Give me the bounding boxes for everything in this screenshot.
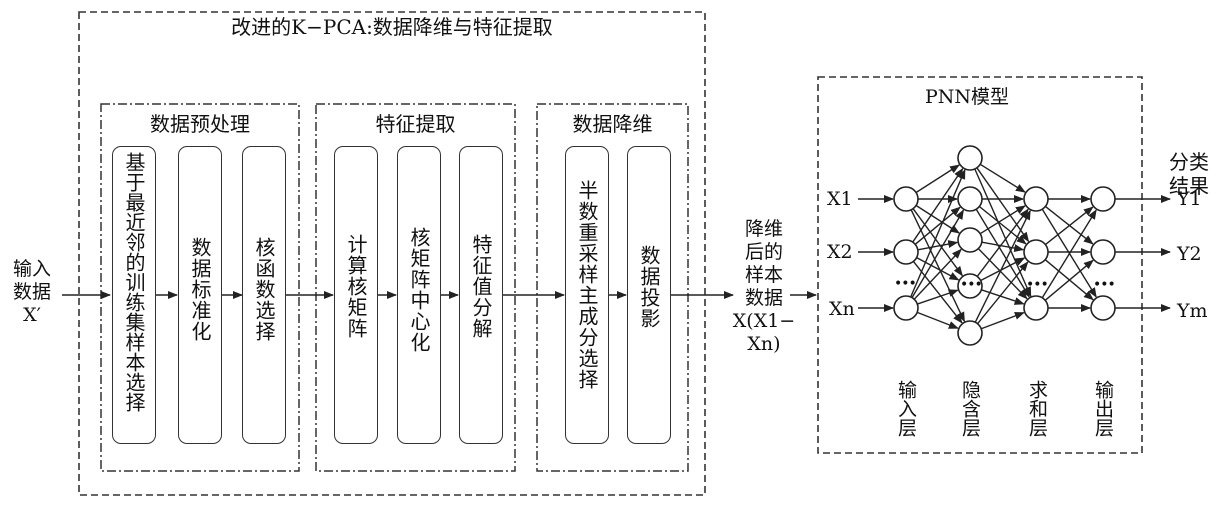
stage-kernel-matrix: 计算核矩阵 <box>334 146 378 444</box>
stage-label: 数据标准化 <box>188 237 212 342</box>
connection-hidden-summation <box>975 208 1030 298</box>
connection-input-hidden <box>914 206 961 245</box>
connection-hidden-summation <box>980 257 1026 282</box>
stage-label: 计算核矩阵 <box>344 234 368 339</box>
summation-layer-node <box>1023 295 1049 321</box>
connection-input-hidden <box>916 257 960 281</box>
stage-eigen-decomposition: 特征值分解 <box>459 146 503 444</box>
kpca-frame <box>78 11 706 496</box>
summation-layer-node <box>1023 186 1049 212</box>
connection-input-hidden <box>916 311 959 329</box>
pnn-title: PNN模型 <box>925 86 1010 108</box>
stage-label: 核函数选择 <box>252 237 276 342</box>
pnn-output-ym: Ym <box>1177 300 1208 322</box>
connection-hidden-summation <box>981 289 1025 305</box>
pnn-input-x1: X1 <box>827 188 853 210</box>
reduced-data-label: 降维 后的 样本 数据 X(X1− Xn) <box>732 218 796 355</box>
stage-standardization: 数据标准化 <box>178 146 222 444</box>
connection-summation-output <box>1044 259 1094 301</box>
hidden-layer-node <box>957 273 983 299</box>
input-layer-node <box>893 239 919 265</box>
connection-hidden-summation <box>980 311 1025 330</box>
connection-summation-output <box>1041 209 1097 299</box>
connection-hidden-summation <box>979 163 1026 193</box>
connection-summation-output <box>1044 206 1094 246</box>
section-label-reduction: 数据降维 <box>572 112 653 136</box>
connection-input-hidden <box>911 209 965 299</box>
pnn-input-xn: Xn <box>829 298 855 320</box>
input-layer-node <box>893 295 919 321</box>
connection-input-hidden <box>915 164 960 194</box>
hidden-layer-node <box>957 186 983 212</box>
stage-matrix-centering: 核矩阵中心化 <box>397 146 441 444</box>
pnn-input-x2: X2 <box>827 241 853 263</box>
connection-input-hidden <box>913 248 962 300</box>
pnn-output-y2: Y2 <box>1177 243 1202 265</box>
connection-input-hidden <box>917 289 959 305</box>
hidden-layer-node <box>957 227 983 253</box>
section-frame-preprocess <box>100 103 300 472</box>
stage-kernel-selection: 核函数选择 <box>242 146 286 444</box>
connection-hidden-summation <box>979 205 1026 235</box>
stage-pc-selection: 半数重采样主成分选择 <box>565 146 609 444</box>
connection-hidden-summation <box>974 168 1032 298</box>
connection-hidden-summation <box>981 241 1025 252</box>
connection-input-hidden <box>912 208 963 277</box>
output-layer-node <box>1090 295 1116 321</box>
hidden-layer-node <box>957 145 983 171</box>
ellipsis-summation: ••• <box>1026 277 1049 293</box>
hidden-layer-node <box>957 320 983 346</box>
section-frame-reduction <box>536 103 689 472</box>
stage-label: 基于最近邻的训练集样本选择 <box>122 152 146 412</box>
connection-hidden-summation <box>976 208 1029 277</box>
connection-hidden-summation <box>977 261 1029 325</box>
connection-input-hidden <box>917 240 959 251</box>
input-data-label: 输入 数据 X′ <box>12 258 51 326</box>
connection-input-hidden <box>912 167 964 243</box>
section-label-preprocess: 数据预处理 <box>150 112 250 136</box>
pnn-frame <box>817 76 1143 454</box>
stage-nn-sample-selection: 基于最近邻的训练集样本选择 <box>112 146 156 444</box>
stage-label: 半数重采样主成分选择 <box>575 180 599 390</box>
section-frame-feature <box>315 103 516 472</box>
input-layer-node <box>893 186 919 212</box>
connection-hidden-summation <box>977 248 1028 300</box>
summation-layer-node <box>1023 239 1049 265</box>
connection-hidden-summation <box>978 205 1027 245</box>
connection-input-hidden <box>910 209 966 323</box>
layer-label-input: 输入层 <box>895 380 917 437</box>
pnn-output-y1: Y1 <box>1177 188 1202 210</box>
ellipsis-input: ••• <box>894 276 917 292</box>
stage-label: 核矩阵中心化 <box>407 227 431 353</box>
layer-label-hidden: 隐含层 <box>959 380 981 437</box>
ellipsis-output: ••• <box>1093 277 1116 293</box>
connection-hidden-summation <box>976 167 1030 243</box>
pnn-network <box>858 145 1171 346</box>
section-label-feature: 特征提取 <box>375 112 456 136</box>
layer-label-summation: 求和层 <box>1026 380 1048 437</box>
stage-label: 特征值分解 <box>469 234 493 339</box>
stage-label: 数据投影 <box>637 245 661 329</box>
classification-result-title: 分类 结果 <box>1169 150 1209 198</box>
stage-projection: 数据投影 <box>627 146 671 444</box>
kpca-title: 改进的K−PCA:数据降维与特征提取 <box>231 15 553 39</box>
layer-label-output: 输出层 <box>1092 380 1114 437</box>
output-layer-node <box>1090 186 1116 212</box>
connection-input-hidden <box>910 169 966 298</box>
connection-input-hidden <box>915 204 960 234</box>
connection-hidden-summation <box>974 209 1031 323</box>
ellipsis-hidden: ••• <box>960 277 983 293</box>
output-layer-node <box>1090 239 1116 265</box>
